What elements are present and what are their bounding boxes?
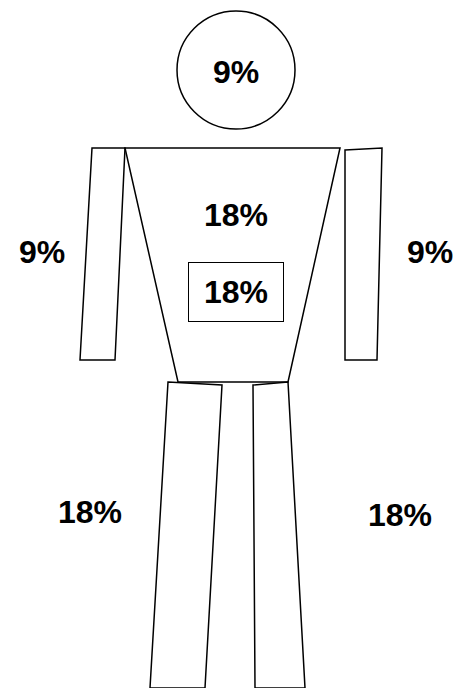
percent-label: 9% (19, 236, 65, 268)
percent-label: 18% (204, 199, 268, 231)
left-leg-outline (40, 382, 230, 688)
head-circle: 9% (176, 10, 296, 130)
torso-shape (125, 148, 340, 382)
right-leg: 18% (250, 382, 460, 688)
inner-box: 18% (188, 262, 284, 322)
percent-label: 9% (213, 56, 259, 88)
right-arm-shape (345, 148, 382, 360)
left-leg: 18% (40, 382, 230, 688)
left-leg-shape (150, 382, 222, 688)
percent-label: 18% (58, 496, 122, 528)
percent-label: 18% (368, 499, 432, 531)
left-arm: 9% (20, 148, 130, 362)
percent-label: 18% (204, 276, 268, 308)
left-arm-shape (80, 148, 125, 360)
torso: 18% 18% (125, 148, 341, 384)
right-leg-outline (250, 382, 460, 688)
percent-label: 9% (407, 236, 453, 268)
right-leg-shape (253, 382, 305, 688)
head-circle-shape (177, 11, 295, 129)
right-arm: 9% (340, 148, 460, 362)
